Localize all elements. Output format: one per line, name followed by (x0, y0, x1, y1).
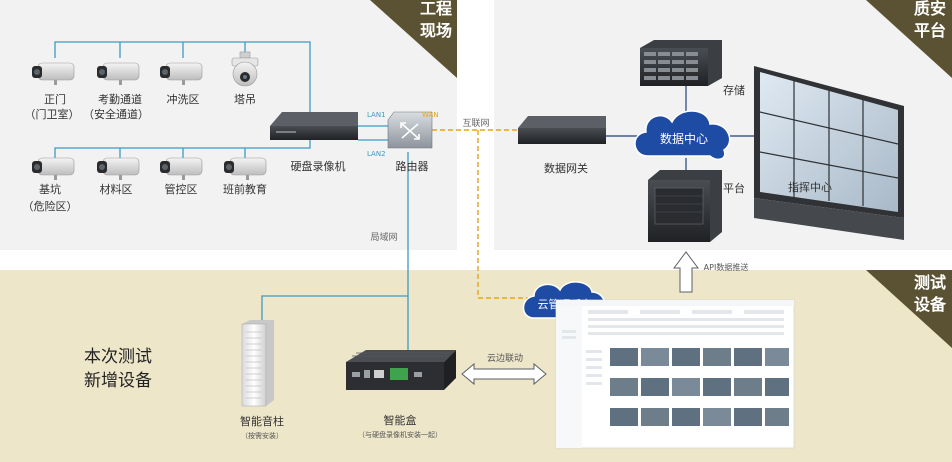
camera-c6-label-1: 材料区 (100, 182, 133, 196)
smart-speaker: 智能音柱 （按需安装） (240, 320, 284, 440)
camera-thumbnail-grid (610, 348, 789, 426)
camera-c1: 正门 （门卫室） (25, 62, 80, 121)
dashboard-screenshot (555, 299, 795, 449)
command-center-label: 指挥中心 (788, 180, 832, 194)
camera-c7-label-1: 管控区 (165, 182, 198, 196)
edge-label: 云边联动 (487, 353, 523, 364)
gateway-device: 数据网关 (518, 116, 606, 175)
api-push-arrow: API数据推送 (673, 251, 749, 293)
router-icon (400, 122, 420, 140)
cloud-icon (634, 110, 731, 161)
bullet-camera-icon (32, 157, 75, 180)
camera-c2-label-2: （安全通道） (83, 107, 149, 121)
zone-site-title-2: 现场 (420, 21, 452, 40)
storage-device: 存储 (640, 40, 745, 97)
internet-label: 互联网 (462, 118, 489, 129)
video-wall: 指挥中心 (754, 66, 904, 240)
nvr-device: 硬盘录像机 (270, 112, 358, 173)
camera-c2-label-1: 考勤通道 (98, 92, 142, 106)
lan-label: 局域网 (370, 231, 397, 243)
gateway-label: 数据网关 (544, 161, 588, 175)
router-label: 路由器 (396, 159, 429, 173)
zone-platform-title-1: 质安 (914, 0, 946, 18)
camera-c1-label-2: （门卫室） (25, 107, 80, 121)
camera-c6: 材料区 (97, 157, 140, 196)
speaker-label: 智能音柱 (240, 414, 284, 428)
new-device-title-2: 新增设备 (84, 371, 152, 391)
internet-wiring (432, 129, 528, 299)
camera-c8-label-1: 班前教育 (223, 182, 267, 196)
zone-platform-title-2: 平台 (914, 21, 946, 40)
camera-c8: 班前教育 (223, 157, 267, 196)
bullet-camera-icon (160, 157, 203, 180)
speaker-note: （按需安装） (241, 431, 283, 440)
bullet-camera-icon (160, 62, 203, 85)
camera-c5: 基坑 （危险区） (23, 157, 78, 213)
bullet-camera-icon (224, 157, 267, 180)
camera-c5-label-1: 基坑 (39, 182, 61, 196)
nvr-label: 硬盘录像机 (291, 159, 346, 173)
zone-site-title-1: 工程 (420, 0, 452, 18)
new-device-title-1: 本次测试 (84, 347, 152, 367)
dome-camera-icon (231, 51, 259, 87)
camera-c5-label-2: （危险区） (23, 199, 78, 213)
wan-label: WAN (422, 111, 439, 119)
camera-c7: 管控区 (160, 157, 203, 196)
lan2-label: LAN2 (367, 150, 386, 158)
camera-c4-label-1: 塔吊 (234, 93, 256, 106)
storage-label: 存储 (723, 83, 745, 97)
lan1-label: LAN1 (367, 111, 386, 119)
bullet-camera-icon (32, 62, 75, 85)
camera-c2: 考勤通道 （安全通道） (83, 62, 149, 121)
api-label: API数据推送 (704, 262, 749, 272)
camera-c1-label-1: 正门 (44, 92, 66, 106)
edge-link-arrow: 云边联动 (461, 353, 547, 386)
datacenter-cloud: 数据中心 (634, 110, 731, 161)
bullet-camera-icon (97, 62, 140, 85)
smartbox-note: （与硬盘录像机安装一起） (358, 430, 442, 439)
camera-c4: 塔吊 (231, 51, 259, 106)
datacenter-label: 数据中心 (660, 131, 708, 146)
camera-c3: 冲洗区 (160, 62, 203, 106)
lan-wiring (54, 41, 409, 350)
zone-test-title-2: 设备 (914, 295, 947, 314)
platform-label: 平台 (723, 181, 745, 195)
camera-c3-label-1: 冲洗区 (167, 92, 200, 106)
bullet-camera-icon (97, 157, 140, 180)
zone-test-title-1: 测试 (914, 273, 946, 292)
router-device: LAN1 LAN2 WAN 路由器 (367, 111, 439, 173)
smart-box: 智能盒 （与硬盘录像机安装一起） (346, 350, 456, 439)
smartbox-label: 智能盒 (384, 413, 417, 427)
platform-server: 平台 (648, 170, 745, 242)
